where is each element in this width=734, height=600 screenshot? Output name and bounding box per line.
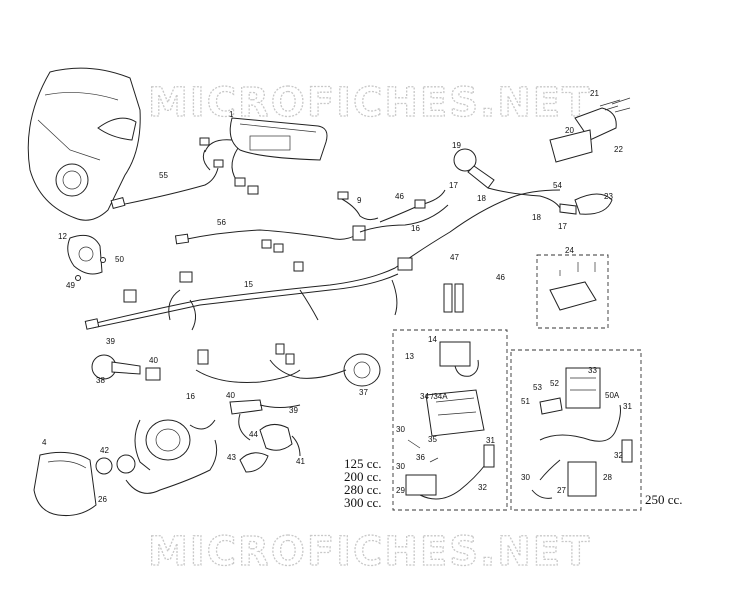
- watermark-bottom: MICROFICHES.NET: [148, 529, 591, 575]
- label-29: 29: [396, 486, 405, 495]
- label-55: 55: [159, 171, 168, 180]
- label-1: 1: [229, 110, 234, 119]
- label-9: 9: [357, 196, 362, 205]
- label-26: 26: [98, 495, 107, 504]
- label-22: 22: [614, 145, 623, 154]
- label-13: 13: [405, 352, 414, 361]
- small-displacement-box: [392, 329, 508, 511]
- front-indicator-left: [453, 148, 495, 189]
- label-27: 27: [557, 486, 566, 495]
- label-42: 42: [100, 446, 109, 455]
- headlight: [33, 451, 136, 516]
- label-30-a: 30: [396, 425, 405, 434]
- displacement-200: 200 cc.: [344, 469, 382, 484]
- label-50: 50: [115, 255, 124, 264]
- label-21: 21: [590, 89, 599, 98]
- label-17-a: 17: [449, 181, 458, 190]
- label-44: 44: [249, 430, 258, 439]
- label-35: 35: [428, 435, 437, 444]
- label-50A: 50A: [605, 391, 620, 400]
- label-17-b: 17: [558, 222, 567, 231]
- label-54: 54: [553, 181, 562, 190]
- label-49: 49: [66, 281, 75, 290]
- label-28: 28: [603, 473, 612, 482]
- displacement-300: 300 cc.: [344, 495, 382, 510]
- label-15: 15: [244, 280, 253, 289]
- label-18-a: 18: [477, 194, 486, 203]
- label-47: 47: [450, 253, 459, 262]
- label-4: 4: [42, 438, 47, 447]
- label-36: 36: [416, 453, 425, 462]
- label-32-b: 32: [614, 451, 623, 460]
- label-51: 51: [521, 397, 530, 406]
- front-indicator-right: [559, 193, 613, 215]
- label-38: 38: [96, 376, 105, 385]
- part-24-box: [536, 254, 609, 329]
- label-31-b: 31: [623, 402, 632, 411]
- label-30-c: 30: [521, 473, 530, 482]
- label-14: 14: [428, 335, 437, 344]
- label-39-b: 39: [289, 406, 298, 415]
- label-18-b: 18: [532, 213, 541, 222]
- label-33: 33: [588, 366, 597, 375]
- watermark-top: MICROFICHES.NET: [148, 80, 591, 126]
- label-46-b: 46: [496, 273, 505, 282]
- label-23: 23: [604, 192, 613, 201]
- horn: [67, 234, 106, 281]
- large-displacement-box: [510, 349, 642, 511]
- label-30-b: 30: [396, 462, 405, 471]
- label-40-b: 40: [226, 391, 235, 400]
- label-32-a: 32: [478, 483, 487, 492]
- headlight-bracket: [134, 419, 216, 471]
- displacement-250: 250 cc.: [645, 492, 683, 507]
- label-46-a: 46: [395, 192, 404, 201]
- label-41: 41: [296, 457, 305, 466]
- label-19: 19: [452, 141, 461, 150]
- label-43: 43: [227, 453, 236, 462]
- label-56: 56: [217, 218, 226, 227]
- label-34: 34 /34A: [420, 392, 448, 401]
- label-16-b: 16: [186, 392, 195, 401]
- label-31-a: 31: [486, 436, 495, 445]
- ignition-switch: [269, 353, 381, 387]
- displacement-280: 280 cc.: [344, 482, 382, 497]
- label-37: 37: [359, 388, 368, 397]
- headlight-fairing: [27, 67, 141, 221]
- tail-light: [549, 97, 631, 163]
- label-20: 20: [565, 126, 574, 135]
- label-53: 53: [533, 383, 542, 392]
- label-39-a: 39: [106, 337, 115, 346]
- label-52: 52: [550, 379, 559, 388]
- label-24: 24: [565, 246, 574, 255]
- label-16-a: 16: [411, 224, 420, 233]
- label-40-a: 40: [149, 356, 158, 365]
- label-12: 12: [58, 232, 67, 241]
- displacement-125: 125 cc.: [344, 456, 382, 471]
- instrument-cluster: [204, 117, 328, 186]
